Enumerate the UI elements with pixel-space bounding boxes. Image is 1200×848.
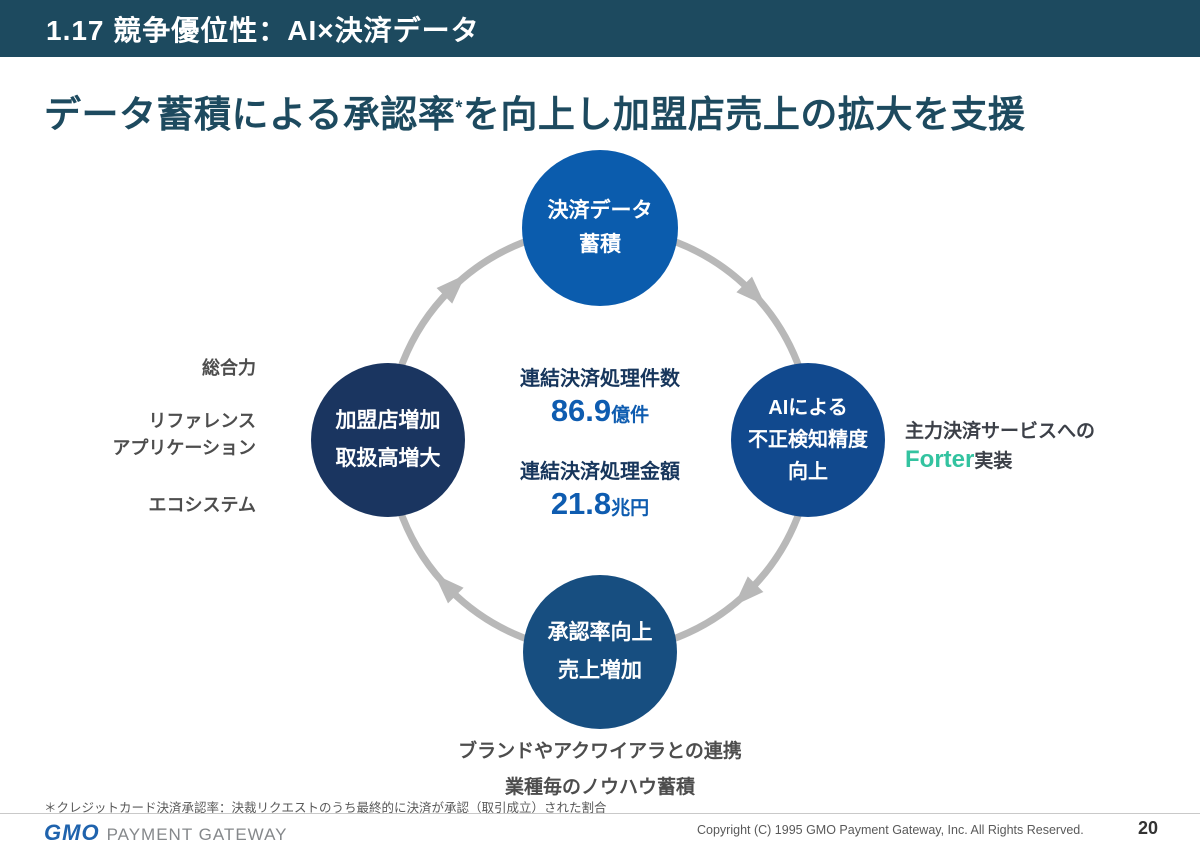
stat-value: 86.9: [550, 393, 612, 428]
stat-unit: 兆円: [611, 498, 650, 519]
heading-footnote-marker: *: [455, 97, 463, 118]
left-annotation-ecosystem: エコシステム: [148, 495, 256, 515]
company-logo: GMO PAYMENT GATEWAY: [44, 820, 288, 846]
bottom-annotation-brands-acquirers: ブランドやアクワイアラとの連携: [458, 741, 742, 762]
right-annotation-line1: 主力決済サービスへの: [905, 421, 1096, 442]
page-heading: データ蓄積による承認率*を向上し加盟店売上の拡大を支援: [44, 84, 1025, 138]
left-annotation-sougouryoku: 総合力: [202, 358, 256, 378]
arrowhead-upper-left-icon: [436, 274, 466, 304]
right-annotation-line2: Forter実装: [905, 446, 1095, 474]
forter-suffix-text: 実装: [974, 451, 1013, 472]
logo-gmo-text: GMO: [44, 820, 100, 845]
cycle-node-merchants: 加盟店増加 取扱高増大: [311, 363, 465, 517]
heading-text: データ蓄積による承認率: [44, 94, 456, 135]
stat-label: 連結決済処理金額: [520, 461, 680, 483]
stat-label: 連結決済処理件数: [520, 368, 680, 390]
logo-payment-gateway-text: PAYMENT GATEWAY: [106, 825, 288, 844]
cycle-node-approval-rate: 承認率向上 売上増加: [523, 575, 677, 729]
arrowhead-upper-right-icon: [736, 276, 766, 306]
arrowhead-lower-right-icon: [734, 576, 764, 606]
bottom-annotations: ブランドやアクワイアラとの連携 業種毎のノウハウ蓄積: [0, 736, 1200, 799]
left-annotation-reference-applications: リファレンス アプリケーション: [112, 411, 256, 458]
center-stats: 連結決済処理件数 86.9億件 連結決済処理金額 21.8兆円: [450, 362, 750, 522]
page-number: 20: [1137, 818, 1158, 838]
right-annotation-forter: 主力決済サービスへの Forter実装: [905, 416, 1095, 474]
bottom-annotation-industry-knowhow: 業種毎のノウハウ蓄積: [504, 777, 695, 798]
stat-transaction-volume: 連結決済処理件数 86.9億件: [450, 362, 750, 429]
heading-text-rest: を向上し加盟店売上の拡大を支援: [462, 94, 1026, 135]
stat-unit: 億件: [611, 405, 650, 426]
footnote: ＊クレジットカード決済承認率：決裁リクエストのうち最終的に決済が承認（取引成立）…: [44, 801, 607, 815]
forter-brand-text: Forter: [905, 446, 975, 473]
cycle-node-payment-data: 決済データ 蓄積: [522, 150, 678, 306]
stat-value-row: 86.9億件: [450, 393, 750, 429]
stat-value: 21.8: [550, 486, 612, 521]
stat-transaction-value: 連結決済処理金額 21.8兆円: [450, 455, 750, 522]
cycle-node-ai-fraud-detection: AIによる 不正検知精度 向上: [731, 363, 885, 517]
footer-divider: [0, 813, 1200, 814]
stat-value-row: 21.8兆円: [450, 486, 750, 522]
slide-title: 1.17 競争優位性：AI×決済データ: [46, 14, 480, 46]
slide-header-bar: 1.17 競争優位性：AI×決済データ: [0, 0, 1200, 57]
copyright-text: Copyright (C) 1995 GMO Payment Gateway, …: [697, 823, 1084, 837]
arrowhead-lower-left-icon: [434, 574, 464, 604]
